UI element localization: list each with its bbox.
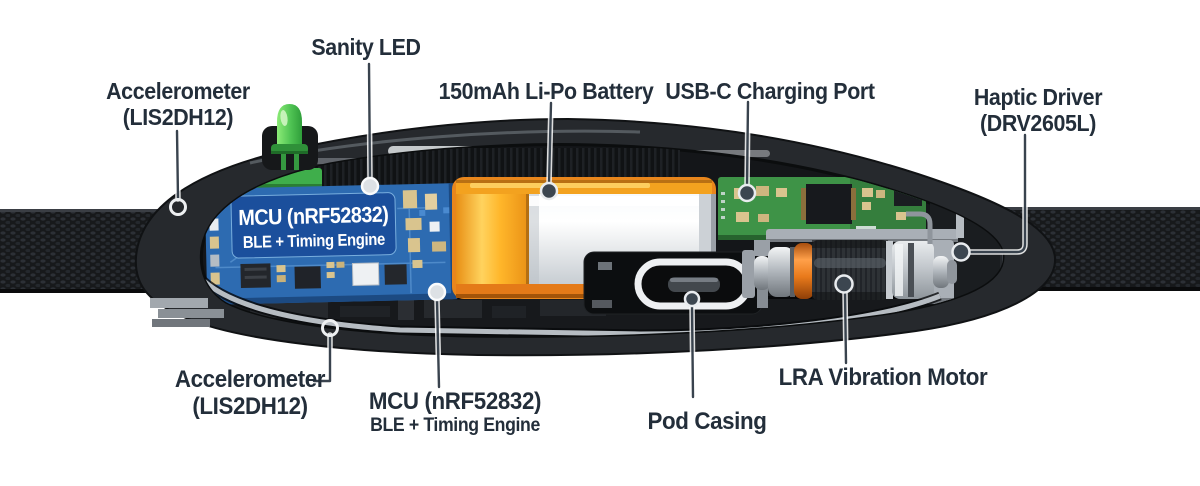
leader-mcu <box>435 298 441 389</box>
label-sanity-led: Sanity LED <box>311 34 421 60</box>
leader-lines <box>174 61 1028 400</box>
label-text: Haptic Driver <box>973 84 1103 110</box>
label-subtext: BLE + Timing Engine <box>370 415 540 437</box>
label-text: (DRV2605L) <box>980 110 1096 137</box>
label-text: Accelerometer <box>106 78 250 104</box>
label-accelerometer-bottom: Accelerometer (LIS2DH12) <box>174 366 326 421</box>
label-text: Sanity LED <box>311 34 421 60</box>
dot-mcu <box>427 282 447 302</box>
dot-sanity-led <box>360 176 380 196</box>
sanity-led <box>262 104 318 170</box>
label-text: (LIS2DH12) <box>122 104 234 131</box>
label-battery: 150mAh Li-Po Battery <box>439 78 654 104</box>
label-text: Pod Casing <box>647 408 767 435</box>
battery-cell-wrap <box>456 194 530 286</box>
label-haptic-driver: Haptic Driver (DRV2605L) <box>973 84 1103 137</box>
label-pod-casing: Pod Casing <box>647 408 766 435</box>
motor-orange-ring <box>794 243 814 299</box>
leader-accelerometer-top <box>175 129 180 201</box>
leader-sanity-led <box>367 62 372 181</box>
mcu-panel-text-line2: BLE + Timing Engine <box>243 230 385 252</box>
pcb-silkscreen-ticks <box>721 192 725 219</box>
mcu-right-components <box>402 190 450 253</box>
dot-battery <box>539 181 559 201</box>
led-dome <box>277 104 302 146</box>
leader-battery <box>547 101 553 186</box>
dot-accelerometer-top <box>169 198 187 216</box>
leader-lra-motor <box>843 290 848 365</box>
motor-body <box>812 240 888 300</box>
label-text: USB-C Charging Port <box>665 78 875 104</box>
label-lra-motor: LRA Vibration Motor <box>779 364 988 391</box>
label-usb-c-port: USB-C Charging Port <box>665 78 875 104</box>
label-text: 150mAh Li-Po Battery <box>438 78 654 104</box>
left-connector-stack <box>150 298 224 327</box>
mcu-board: MCU (nRF52832) BLE + Timing Engine <box>204 183 458 305</box>
label-mcu: MCU (nRF52832) BLE + Timing Engine <box>368 388 542 437</box>
label-text: LRA Vibration Motor <box>778 364 988 391</box>
dot-lra-motor <box>834 274 854 294</box>
leader-pod-casing <box>690 304 695 399</box>
dot-usb-c <box>737 183 757 203</box>
usb-c-port <box>583 251 768 315</box>
label-text: (LIS2DH12) <box>192 393 308 421</box>
dot-haptic-driver <box>951 242 971 262</box>
leader-haptic-driver <box>967 133 1027 254</box>
label-accelerometer-top: Accelerometer (LIS2DH12) <box>106 78 250 130</box>
label-text: MCU (nRF52832) <box>368 388 542 415</box>
label-text: Accelerometer <box>174 366 326 393</box>
leader-dots <box>169 176 971 337</box>
dot-pod-casing <box>683 290 701 308</box>
mcu-panel-text-line1: MCU (nRF52832) <box>238 202 389 230</box>
mcu-smd-components <box>240 259 423 289</box>
lra-vibration-motor <box>754 240 957 300</box>
leader-usb-c <box>745 100 750 188</box>
dot-accelerometer-bottom <box>321 319 339 337</box>
leader-accelerometer-bottom <box>312 333 332 383</box>
mcu-label-panel <box>230 192 397 259</box>
charging-ic <box>806 184 852 224</box>
